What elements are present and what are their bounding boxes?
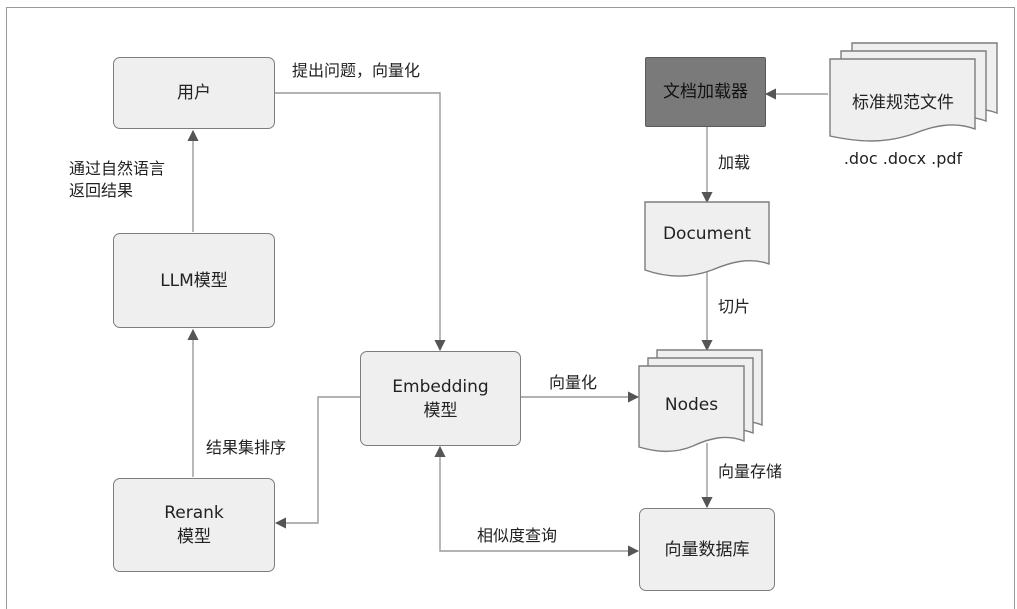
file-types-label: .doc .docx .pdf [843, 149, 963, 168]
edge-user-to-embedding [275, 92, 446, 352]
edge-label-split: 切片 [718, 297, 751, 316]
nodes-stack [638, 349, 763, 453]
embedding-model-node: Embedding 模型 [360, 351, 521, 446]
edge-label-ask-vectorize: 提出问题，向量化 [292, 61, 421, 80]
edge-label-result-sort: 结果集排序 [206, 438, 287, 457]
nodes-label: Nodes [664, 395, 719, 415]
user-node: 用户 [113, 57, 275, 129]
edge-label-natural-language-return: 通过自然语言 返回结果 [69, 159, 166, 200]
document-label: Document [662, 224, 752, 244]
edge-label-similarity-query: 相似度查询 [477, 526, 558, 545]
llm-model-node: LLM模型 [113, 233, 275, 328]
edge-label-vectorize: 向量化 [549, 373, 598, 392]
standard-files-label: 标准规范文件 [852, 93, 954, 113]
edge-label-load: 加载 [718, 153, 751, 172]
diagram-frame [6, 7, 1015, 609]
rerank-model-node: Rerank 模型 [113, 478, 275, 572]
document-loader-node: 文档加载器 [645, 57, 766, 127]
edge-embedding-to-rerank [274, 396, 360, 529]
vector-database-node: 向量数据库 [639, 508, 775, 591]
edge-label-vector-store: 向量存储 [718, 462, 783, 481]
document-shape [644, 201, 770, 277]
edge-embedding-vectordb [434, 445, 640, 557]
standard-files-stack [829, 42, 998, 142]
